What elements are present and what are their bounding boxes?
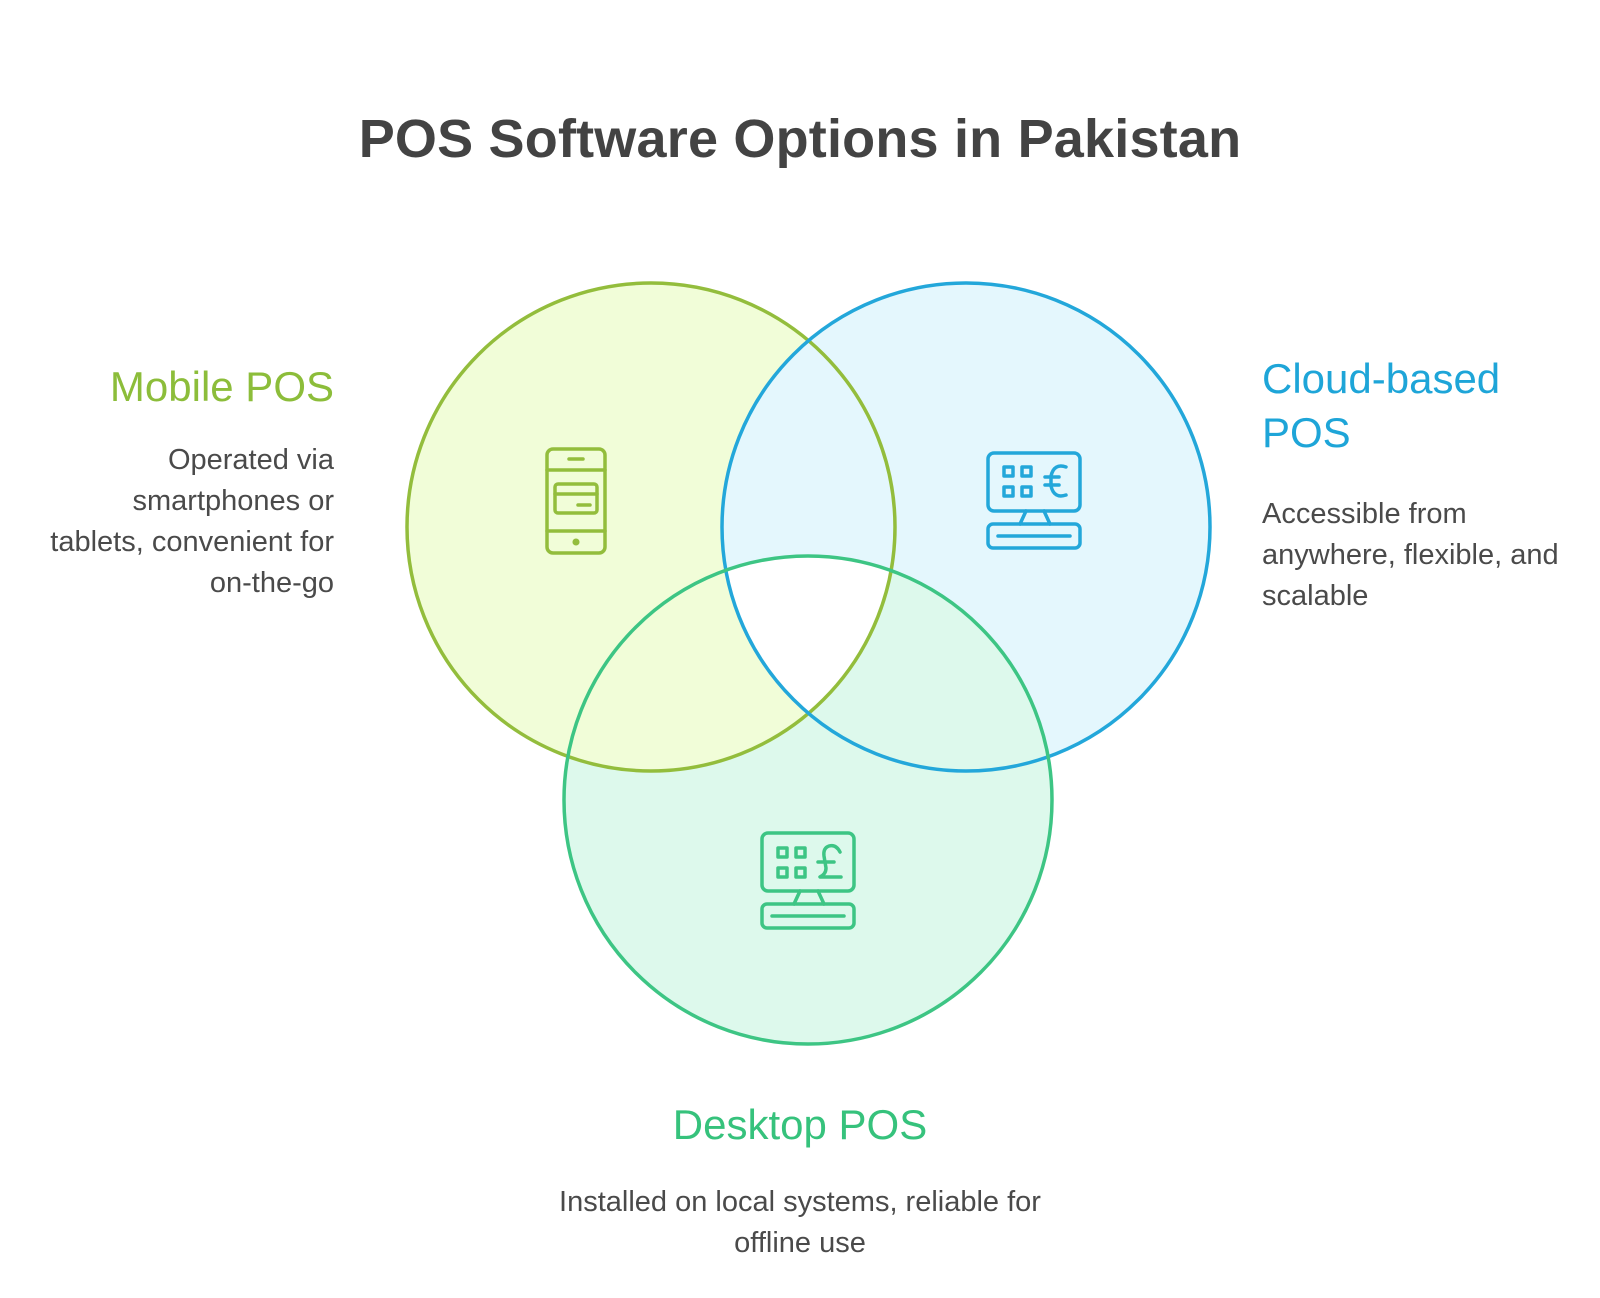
smartphone-card-icon <box>545 447 607 555</box>
mobile-circle-outline <box>405 281 897 773</box>
mobile-pos-label: Mobile POS <box>109 363 334 410</box>
pos-terminal-euro-icon <box>986 451 1082 550</box>
page-title: POS Software Options in Pakistan <box>358 109 1242 169</box>
mobile-desktop-overlap <box>564 556 895 771</box>
cloud-pos-description: Accessible from anywhere, flexible, and … <box>1262 498 1559 612</box>
mobile-pos-description: Operated via smartphones or tablets, con… <box>50 444 334 599</box>
desktop-pos-label: Desktop POS <box>672 1101 928 1148</box>
desktop-circle-outline <box>562 554 1054 1046</box>
cloud-circle-outline <box>720 281 1212 773</box>
desktop-pos-description: Installed on local systems, reliable for… <box>559 1186 1041 1259</box>
pos-terminal-pound-icon <box>760 831 856 930</box>
cloud-desktop-overlap <box>722 556 1052 771</box>
cloud-pos-label: Cloud-based POS <box>1262 355 1501 456</box>
